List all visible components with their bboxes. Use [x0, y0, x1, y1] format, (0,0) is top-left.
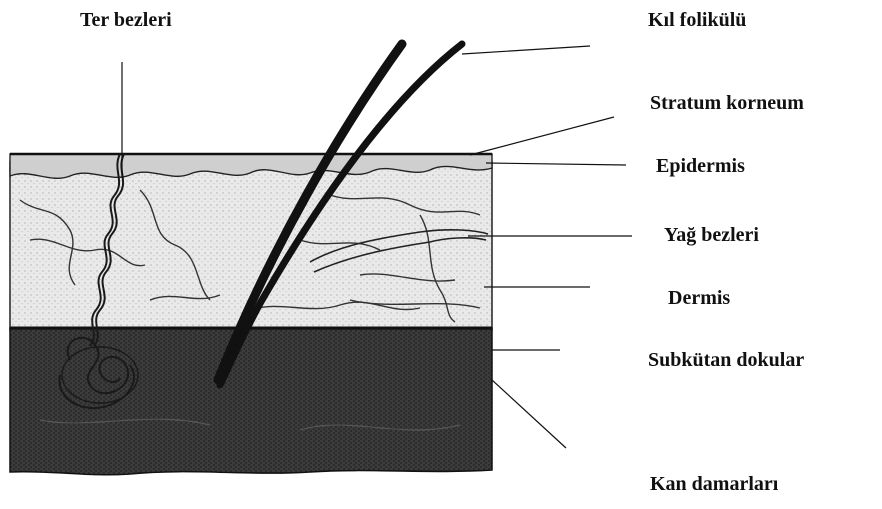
- label-blood-vessels: Kan damarları: [650, 474, 778, 494]
- leader-hair-follicle: [462, 46, 590, 54]
- label-sebaceous-glands: Yağ bezleri: [664, 225, 759, 245]
- leader-stratum-corneum: [470, 117, 614, 155]
- label-stratum-corneum: Stratum korneum: [650, 93, 804, 113]
- label-hair-follicle: Kıl folikülü: [648, 10, 746, 30]
- leader-epidermis: [486, 163, 626, 165]
- label-subcutaneous: Subkütan dokular: [648, 350, 804, 370]
- leader-blood-vessels: [492, 380, 566, 448]
- label-epidermis: Epidermis: [656, 156, 745, 176]
- label-dermis: Dermis: [668, 288, 730, 308]
- label-sweat-glands: Ter bezleri: [80, 10, 172, 30]
